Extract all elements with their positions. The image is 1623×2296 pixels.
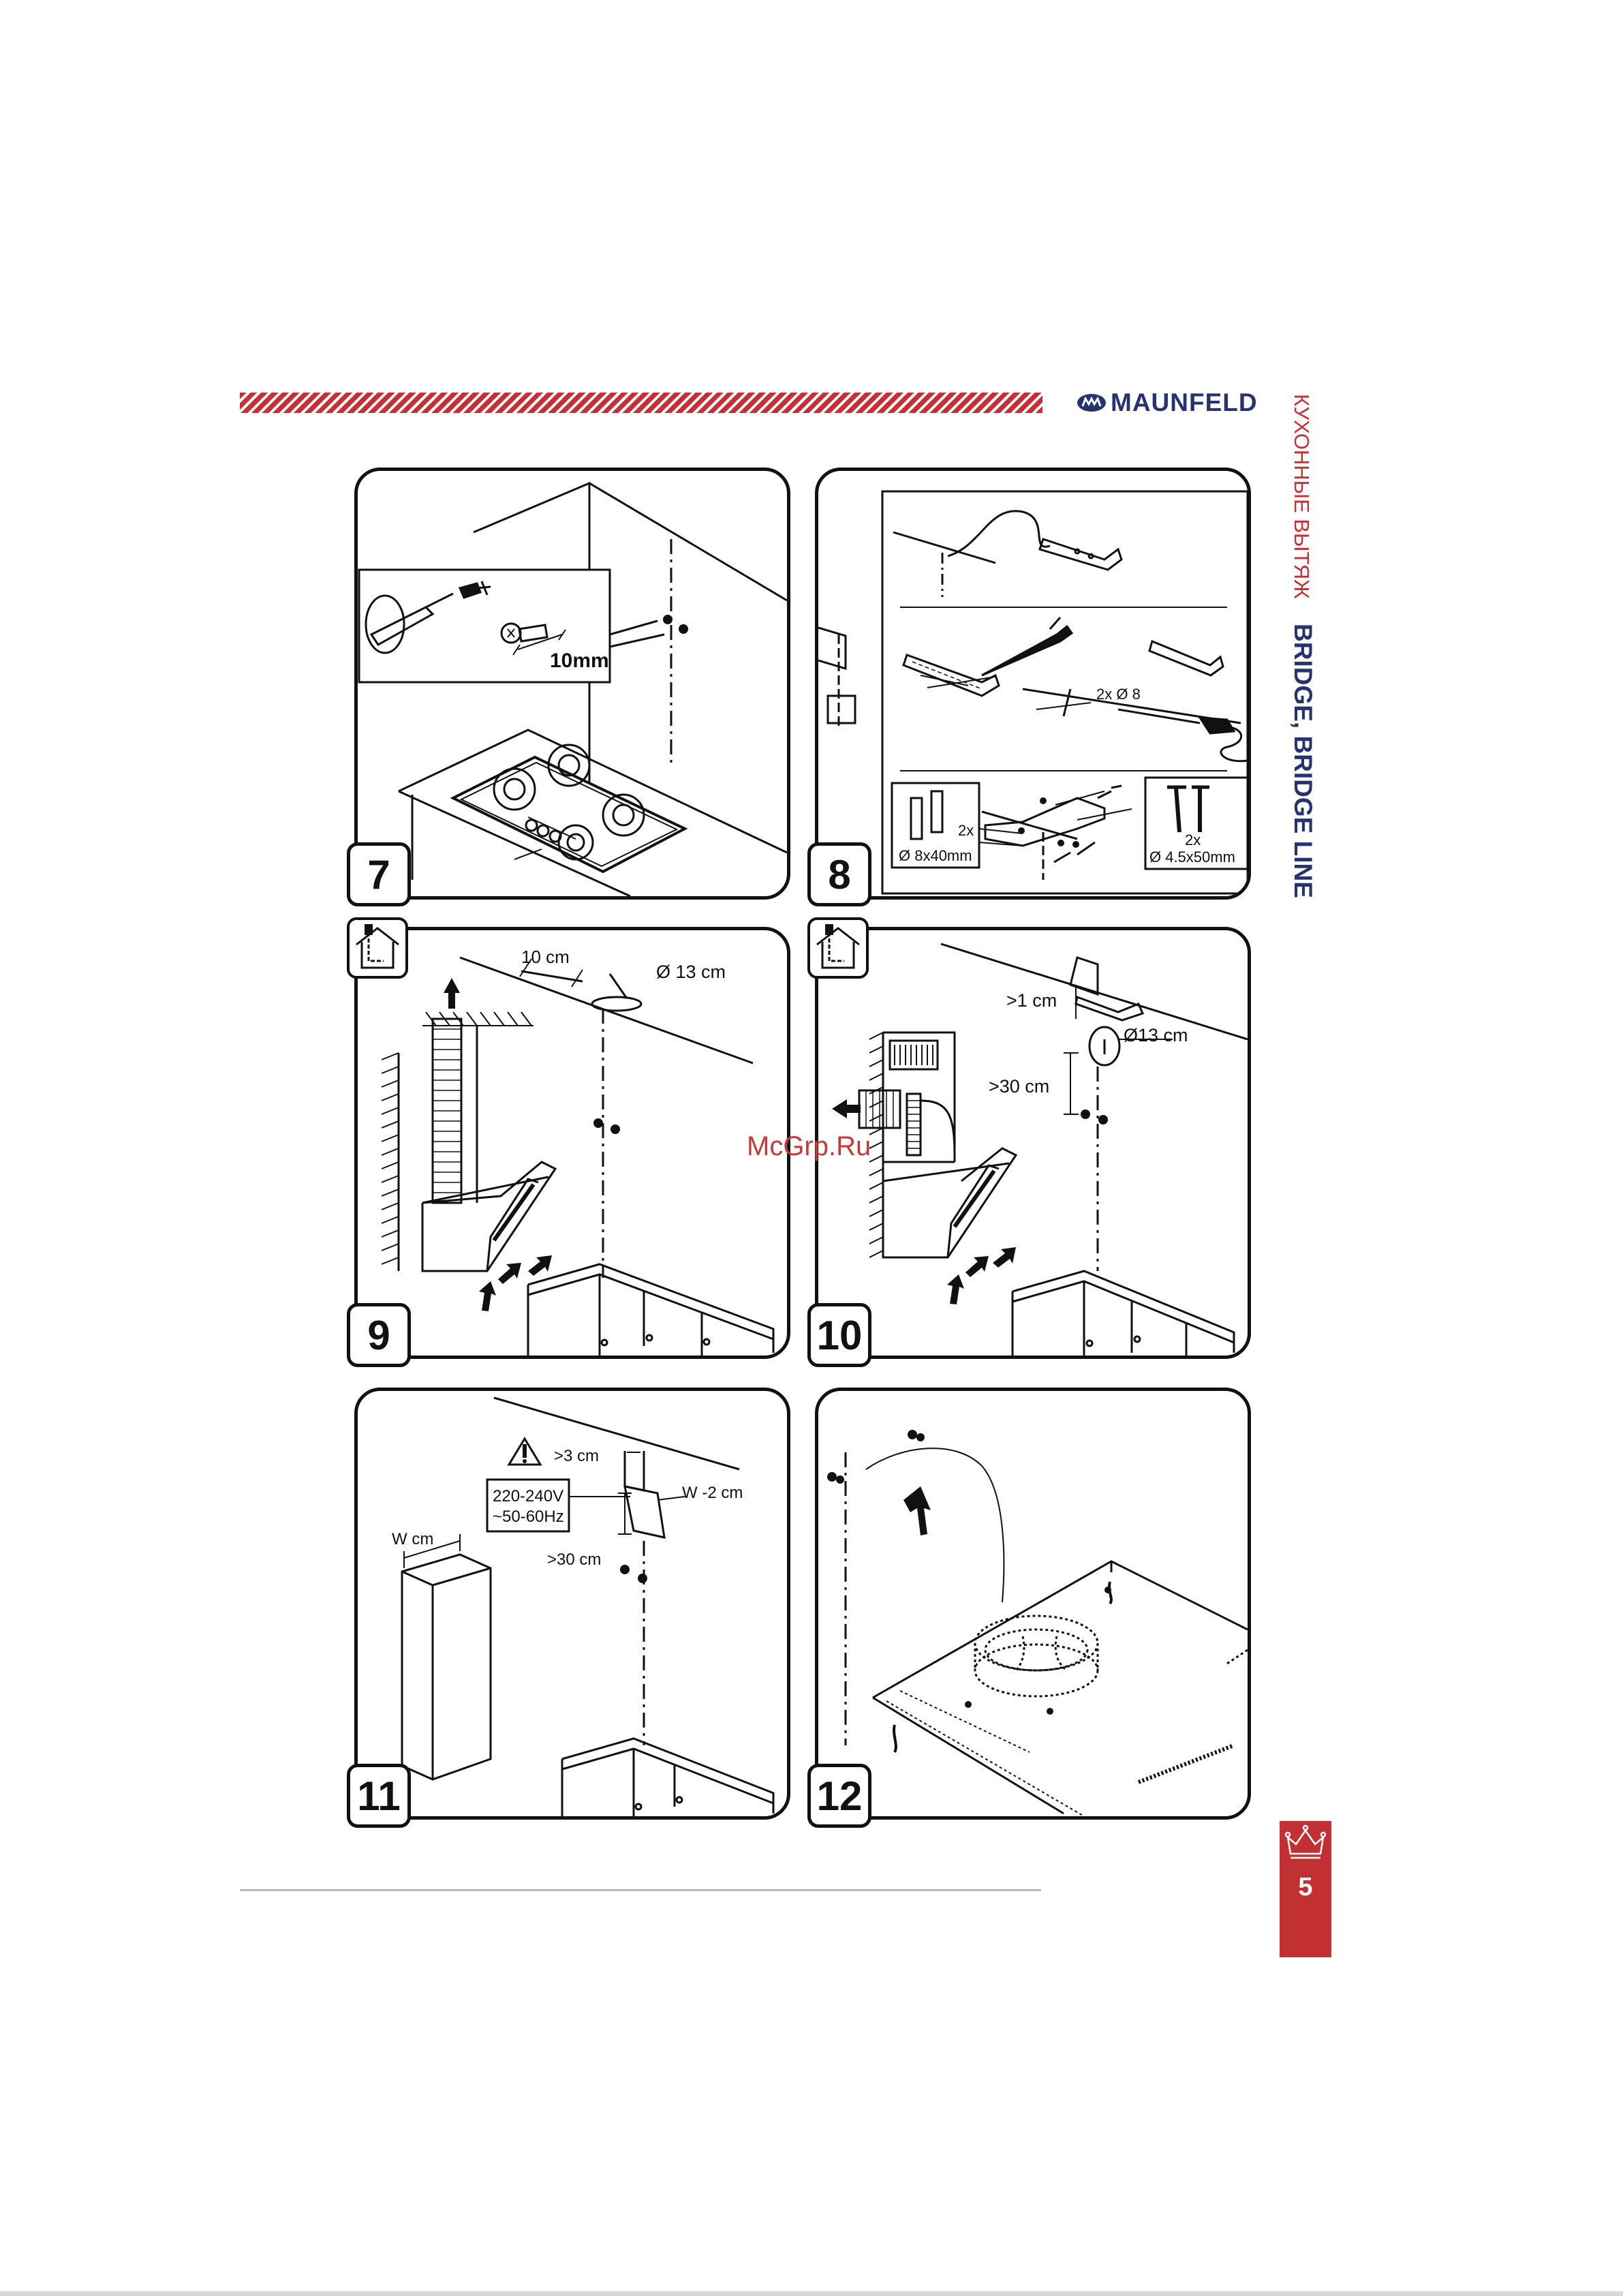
step-11-illustration: >3 cm 220-240V ~50-60Hz W -2 cm >30 cm W… (358, 1391, 787, 1816)
step-7-illustration: 10mm (358, 471, 787, 896)
step-8-number: 8 (807, 842, 871, 906)
step-7-panel: 10mm (354, 468, 790, 900)
svg-text:W cm: W cm (392, 1530, 433, 1548)
step-12-panel (815, 1388, 1251, 1820)
svg-text:Ø 4.5x50mm: Ø 4.5x50mm (1149, 848, 1235, 866)
svg-text:Ø 13 cm: Ø 13 cm (656, 962, 726, 982)
step-11-panel: >3 cm 220-240V ~50-60Hz W -2 cm >30 cm W… (354, 1388, 790, 1820)
svg-text:W -2 cm: W -2 cm (682, 1484, 743, 1502)
page-number: 5 (1280, 1873, 1331, 1902)
svg-text:10mm: 10mm (550, 649, 609, 672)
page-bottom-edge (0, 2291, 1623, 2296)
svg-text:BRIDGE, BRIDGE LINE: BRIDGE, BRIDGE LINE (1289, 624, 1317, 898)
svg-text:>30 cm: >30 cm (989, 1076, 1049, 1097)
step-7-number: 7 (347, 842, 411, 906)
svg-text:>1 cm: >1 cm (1006, 990, 1057, 1011)
watermark-text: McGrp.Ru (747, 1131, 871, 1162)
svg-text:КУХОННЫЕ ВЫТЯЖКИ: КУХОННЫЕ ВЫТЯЖКИ (1290, 394, 1314, 598)
step-12-number: 12 (807, 1764, 871, 1828)
brand-emblem-icon (1077, 393, 1107, 413)
step-8-panel: 2x Ø 8 2x Ø 8x40mm 2x Ø 4.5x50mm (815, 468, 1251, 900)
step-9-house-badge (347, 917, 408, 979)
crown-icon (1280, 1821, 1331, 1869)
svg-text:10 cm: 10 cm (521, 947, 570, 967)
house-icon (350, 920, 405, 976)
brand-name: MAUNFELD (1111, 388, 1258, 417)
step-10-illustration: >1 cm Ø13 cm >30 cm (818, 930, 1248, 1356)
svg-text:2x: 2x (958, 822, 974, 839)
step-10-house-badge (807, 917, 869, 979)
step-10-panel: >1 cm Ø13 cm >30 cm (815, 927, 1251, 1359)
step-9-number: 9 (347, 1303, 411, 1367)
svg-text:2x: 2x (1185, 831, 1201, 848)
step-12-illustration (818, 1391, 1248, 1816)
svg-text:Ø 8x40mm: Ø 8x40mm (899, 847, 972, 864)
header-hatch-bar (240, 393, 1042, 413)
footer-divider (240, 1889, 1041, 1891)
brand-logo: MAUNFELD (1077, 386, 1258, 420)
house-icon (810, 920, 866, 976)
step-10-number: 10 (807, 1303, 871, 1367)
side-category-text: КУХОННЫЕ ВЫТЯЖКИ (1274, 394, 1335, 598)
step-9-panel: 10 cm Ø 13 cm (354, 927, 790, 1359)
step-11-number: 11 (347, 1764, 411, 1828)
svg-text:220-240V: 220-240V (493, 1487, 563, 1505)
svg-text:Ø13 cm: Ø13 cm (1124, 1025, 1188, 1045)
step-9-illustration: 10 cm Ø 13 cm (358, 930, 787, 1356)
svg-text:~50-60Hz: ~50-60Hz (493, 1507, 564, 1526)
step-8-illustration: 2x Ø 8 2x Ø 8x40mm 2x Ø 4.5x50mm (818, 471, 1248, 896)
side-model-text: BRIDGE, BRIDGE LINE (1274, 624, 1335, 917)
svg-text:>3 cm: >3 cm (554, 1447, 599, 1465)
svg-text:2x Ø 8: 2x Ø 8 (1096, 686, 1141, 703)
svg-text:>30 cm: >30 cm (547, 1550, 601, 1569)
